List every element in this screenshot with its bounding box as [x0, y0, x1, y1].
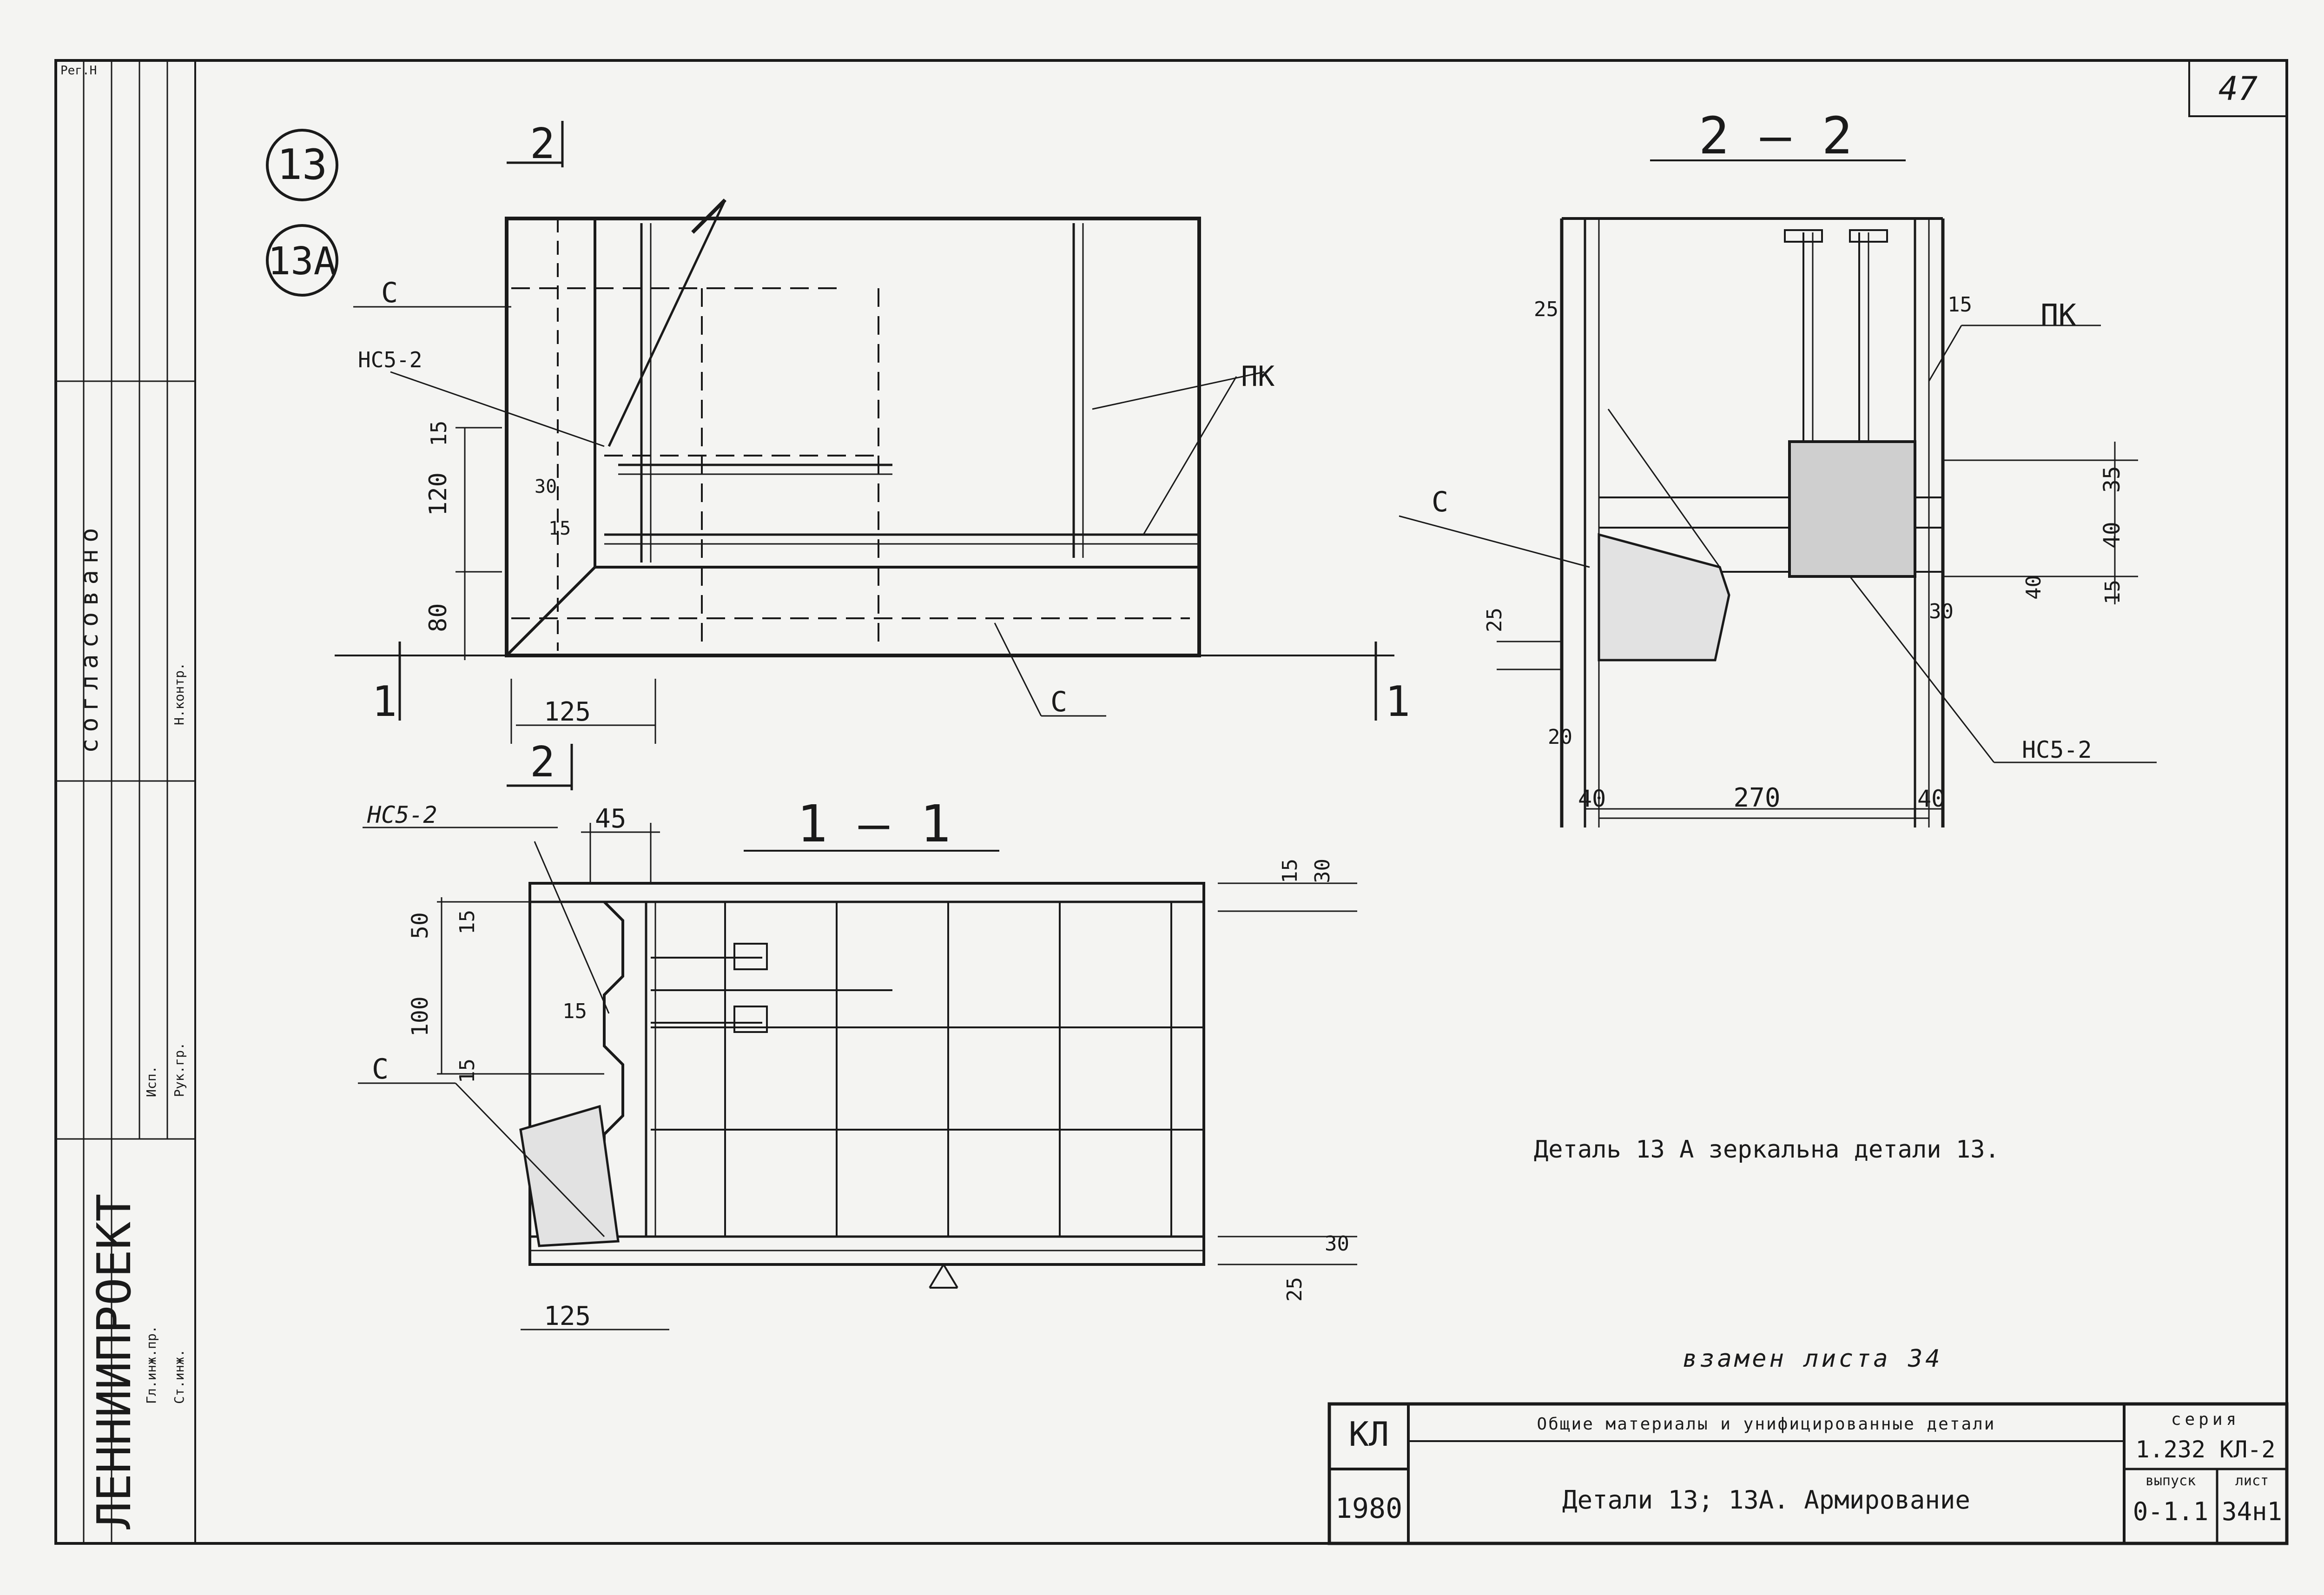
dim-s2-40b: 40	[2022, 575, 2046, 600]
sheet-number-box	[2188, 60, 2288, 117]
tb-series-label: серия	[2171, 1410, 2240, 1429]
title-block	[1327, 1402, 2289, 1545]
dim-s2-270: 270	[1733, 783, 1780, 813]
tb-sheet-value: 34н1	[2222, 1497, 2282, 1526]
dim-plan-125: 125	[544, 697, 591, 727]
label-c-section-2: С	[1432, 486, 1448, 518]
dim-plan-120: 120	[424, 472, 452, 516]
section-2-2-title: 2 — 2	[1698, 106, 1852, 165]
tb-sheet-label: лист	[2235, 1473, 2269, 1489]
detail-mark-circle-1	[266, 129, 338, 201]
label-c-section-1: С	[372, 1053, 389, 1085]
detail-mark-circle-2	[266, 224, 338, 297]
dim-s1-100: 100	[407, 996, 433, 1037]
left-stamp-strip	[55, 60, 196, 1544]
dim-s2-15: 15	[1948, 293, 1972, 317]
tb-year: 1980	[1335, 1492, 1403, 1525]
label-nc5-2-section-2: НС5-2	[2022, 736, 2092, 763]
dim-s1-15c: 15	[456, 1059, 479, 1083]
label-nc5-2-section-1: НС5-2	[367, 801, 437, 828]
corner-tag: Рег.Н	[60, 64, 97, 78]
plan-view	[335, 121, 1394, 790]
section-marker-1-left: 1	[372, 677, 397, 726]
dim-s2-20: 20	[1548, 725, 1572, 749]
stamp-col-5: Н.контр.	[172, 662, 187, 725]
stamp-col-1: Ст.инж.	[172, 1349, 187, 1404]
dim-plan-30: 30	[535, 476, 557, 497]
sheet-number: 47	[2218, 70, 2258, 108]
dim-s1-25: 25	[1283, 1277, 1307, 1302]
dim-s1-125: 125	[544, 1301, 591, 1331]
dim-plan-15b: 15	[548, 518, 571, 539]
dim-s2-35: 35	[2099, 466, 2125, 493]
section-marker-2-bottom: 2	[530, 738, 555, 787]
tb-issue-value: 0-1.1	[2133, 1497, 2209, 1526]
label-nc5-2-plan: НС5-2	[358, 347, 422, 372]
section-1-1-title: 1 — 1	[797, 794, 951, 854]
dim-s1-45: 45	[595, 804, 626, 834]
dim-s2-40: 40	[2099, 522, 2125, 549]
label-c-plan-bottom: С	[1050, 686, 1067, 718]
detail-mark-1: 13	[277, 140, 327, 189]
dim-s1-15d: 15	[1278, 859, 1302, 883]
tb-series-value: 1.232 КЛ-2	[2135, 1436, 2275, 1463]
dim-plan-80: 80	[424, 603, 452, 632]
stamp-col-4: Исп.	[144, 1066, 159, 1097]
org-name: ЛЕННИИПРОЕКТ	[87, 1194, 141, 1529]
dim-s1-50: 50	[407, 912, 433, 939]
dim-s1-15: 15	[456, 910, 479, 934]
tb-issue-label: выпуск	[2146, 1473, 2196, 1489]
mirror-note: Деталь 13 А зеркальна детали 13.	[1534, 1136, 2000, 1164]
label-pk-plan: ПК	[1241, 360, 1274, 393]
detail-mark-2: 13А	[268, 239, 337, 284]
dim-s2-25: 25	[1534, 298, 1558, 321]
stamp-col-3: Рук.гр.	[172, 1042, 187, 1097]
dim-s1-30: 30	[1311, 859, 1334, 883]
tb-drawing-title: Детали 13; 13А. Армирование	[1562, 1485, 1970, 1515]
tb-description: Общие материалы и унифицированные детали	[1537, 1415, 1996, 1434]
dim-s1-15b: 15	[562, 999, 587, 1023]
dim-s2-40c: 40	[1578, 785, 1606, 812]
section-marker-1-right: 1	[1385, 677, 1410, 726]
dim-s2-40d: 40	[1917, 785, 1945, 812]
label-pk-section-2: ПК	[2040, 298, 2077, 333]
dim-s1-30b: 30	[1325, 1232, 1349, 1256]
replaces-note: взамен листа 34	[1683, 1345, 1943, 1373]
dim-s2-25b: 25	[1483, 608, 1506, 632]
section-1-1-view	[358, 823, 1357, 1330]
section-2-2-view	[1399, 159, 2157, 827]
label-c-plan-top: С	[381, 277, 398, 309]
section-marker-2-top: 2	[530, 119, 555, 168]
dim-s2-15b: 15	[2101, 580, 2125, 604]
dim-plan-15: 15	[426, 421, 451, 446]
stamp-col-2: Гл.инж.пр.	[144, 1325, 159, 1404]
approved-vertical: согласовано	[76, 522, 104, 753]
dim-s2-30: 30	[1929, 600, 1954, 623]
tb-code: КЛ	[1349, 1415, 1389, 1454]
